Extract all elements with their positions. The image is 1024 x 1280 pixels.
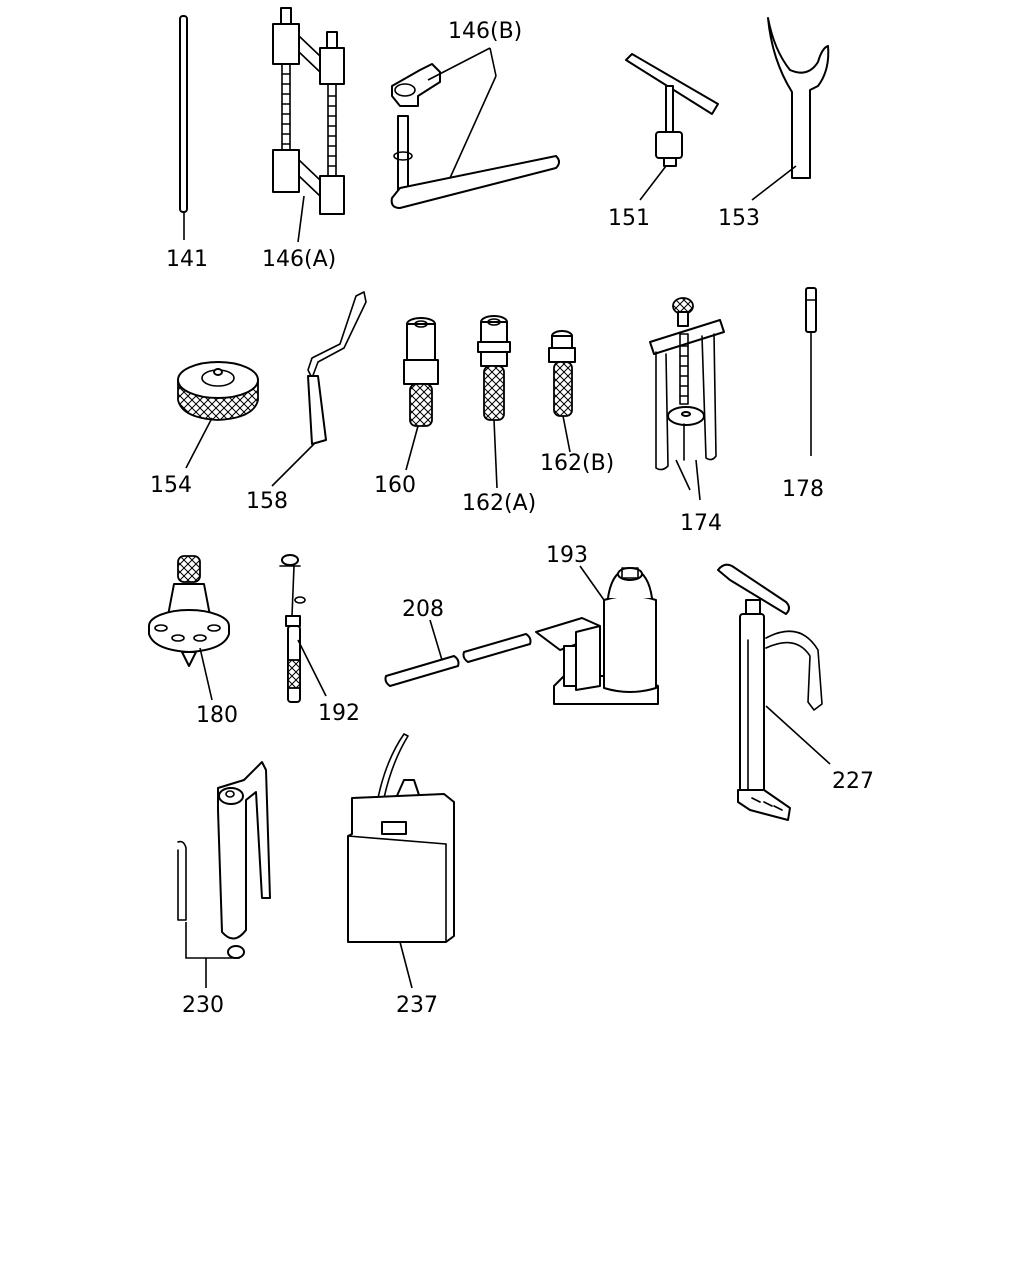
part-208-pipes [384,619,532,687]
label-158: 158 [246,489,288,514]
label-146b: 146(B) [448,19,522,44]
label-154: 154 [150,473,192,498]
part-146b-clamp-bar [390,47,560,209]
part-230-grease-gun [177,761,271,988]
label-178: 178 [782,477,824,502]
part-160-adapter [403,317,439,471]
part-158-crank-handle [271,291,367,487]
label-153: 153 [718,206,760,231]
part-141-rod [179,15,188,240]
part-227-air-pump [717,563,831,821]
label-193: 193 [546,543,588,568]
part-151-t-handle [625,53,719,201]
label-180: 180 [196,703,238,728]
label-141: 141 [166,247,208,272]
part-193-bottle-jack [535,565,659,705]
part-174-puller [649,297,725,501]
part-162a-adapter [477,315,511,489]
part-154-knurled-disc [177,361,259,469]
part-153-spanner [751,17,830,201]
label-151: 151 [608,206,650,231]
part-192-probe [279,554,327,703]
label-162a: 162(A) [462,491,536,516]
label-162b: 162(B) [540,451,614,476]
part-146a-press-frame [272,7,345,243]
label-230: 230 [182,993,224,1018]
part-237-case [347,733,455,989]
label-146a: 146(A) [262,247,336,272]
label-174: 174 [680,511,722,536]
label-208: 208 [402,597,444,622]
label-227: 227 [832,769,874,794]
label-237: 237 [396,993,438,1018]
part-178-pin [805,287,817,456]
part-162b-adapter [548,330,576,453]
label-160: 160 [374,473,416,498]
label-192: 192 [318,701,360,726]
part-180-base-tool [148,555,230,701]
